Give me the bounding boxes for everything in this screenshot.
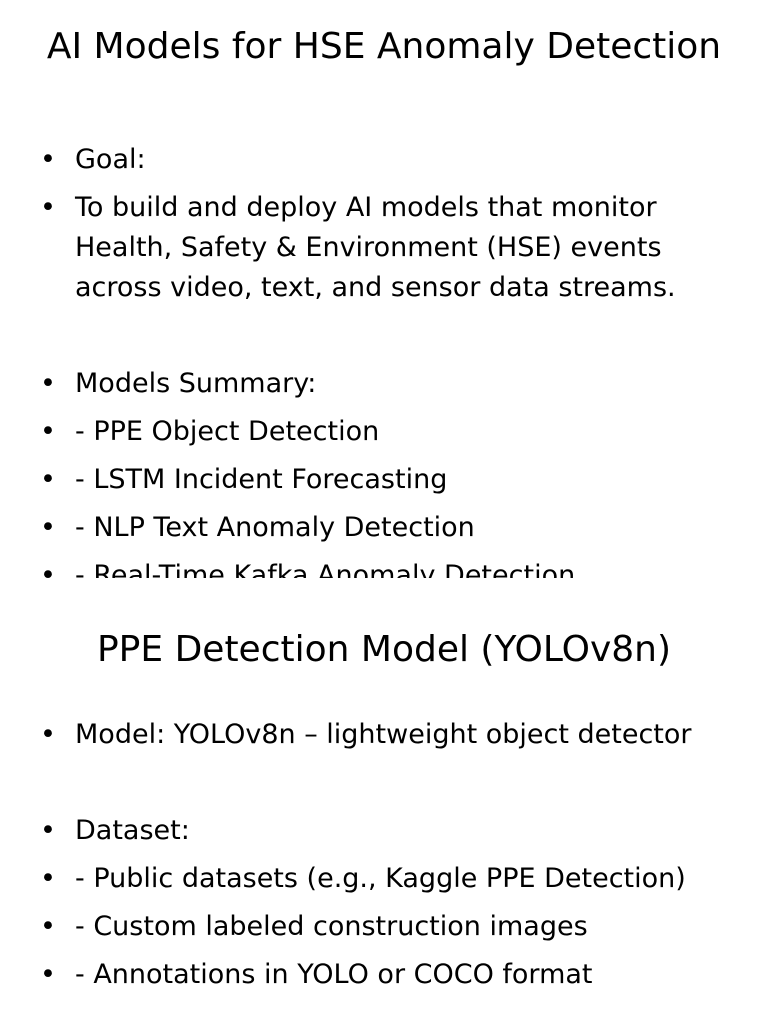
bullet-item: - Public datasets (e.g., Kaggle PPE Dete… bbox=[0, 859, 768, 899]
bullet-item: Models Summary: bbox=[0, 364, 768, 404]
bullet-item: To build and deploy AI models that monit… bbox=[0, 188, 768, 308]
slide-2: PPE Detection Model (YOLOv8n) Model: YOL… bbox=[0, 578, 768, 1024]
bullet-spacer bbox=[0, 316, 768, 356]
bullet-item: Dataset: bbox=[0, 811, 768, 851]
bullet-item: - Real-Time Kafka Anomaly Detection bbox=[0, 556, 768, 578]
bullet-item: - LSTM Incident Forecasting bbox=[0, 460, 768, 500]
bullet-item: Goal: bbox=[0, 140, 768, 180]
bullet-list: Goal: To build and deploy AI models that… bbox=[0, 140, 768, 578]
bullet-item: - Custom labeled construction images bbox=[0, 907, 768, 947]
slide-title: PPE Detection Model (YOLOv8n) bbox=[96, 629, 672, 670]
slide-title: AI Models for HSE Anomaly Detection bbox=[46, 26, 722, 67]
bullet-item: - NLP Text Anomaly Detection bbox=[0, 508, 768, 548]
bullet-spacer bbox=[0, 763, 768, 803]
bullet-item: - Annotations in YOLO or COCO format bbox=[0, 955, 768, 995]
bullet-item: - PPE Object Detection bbox=[0, 412, 768, 452]
bullet-list: Model: YOLOv8n – lightweight object dete… bbox=[0, 715, 768, 1003]
bullet-item: Model: YOLOv8n – lightweight object dete… bbox=[0, 715, 768, 755]
slide-1: AI Models for HSE Anomaly Detection Goal… bbox=[0, 0, 768, 578]
